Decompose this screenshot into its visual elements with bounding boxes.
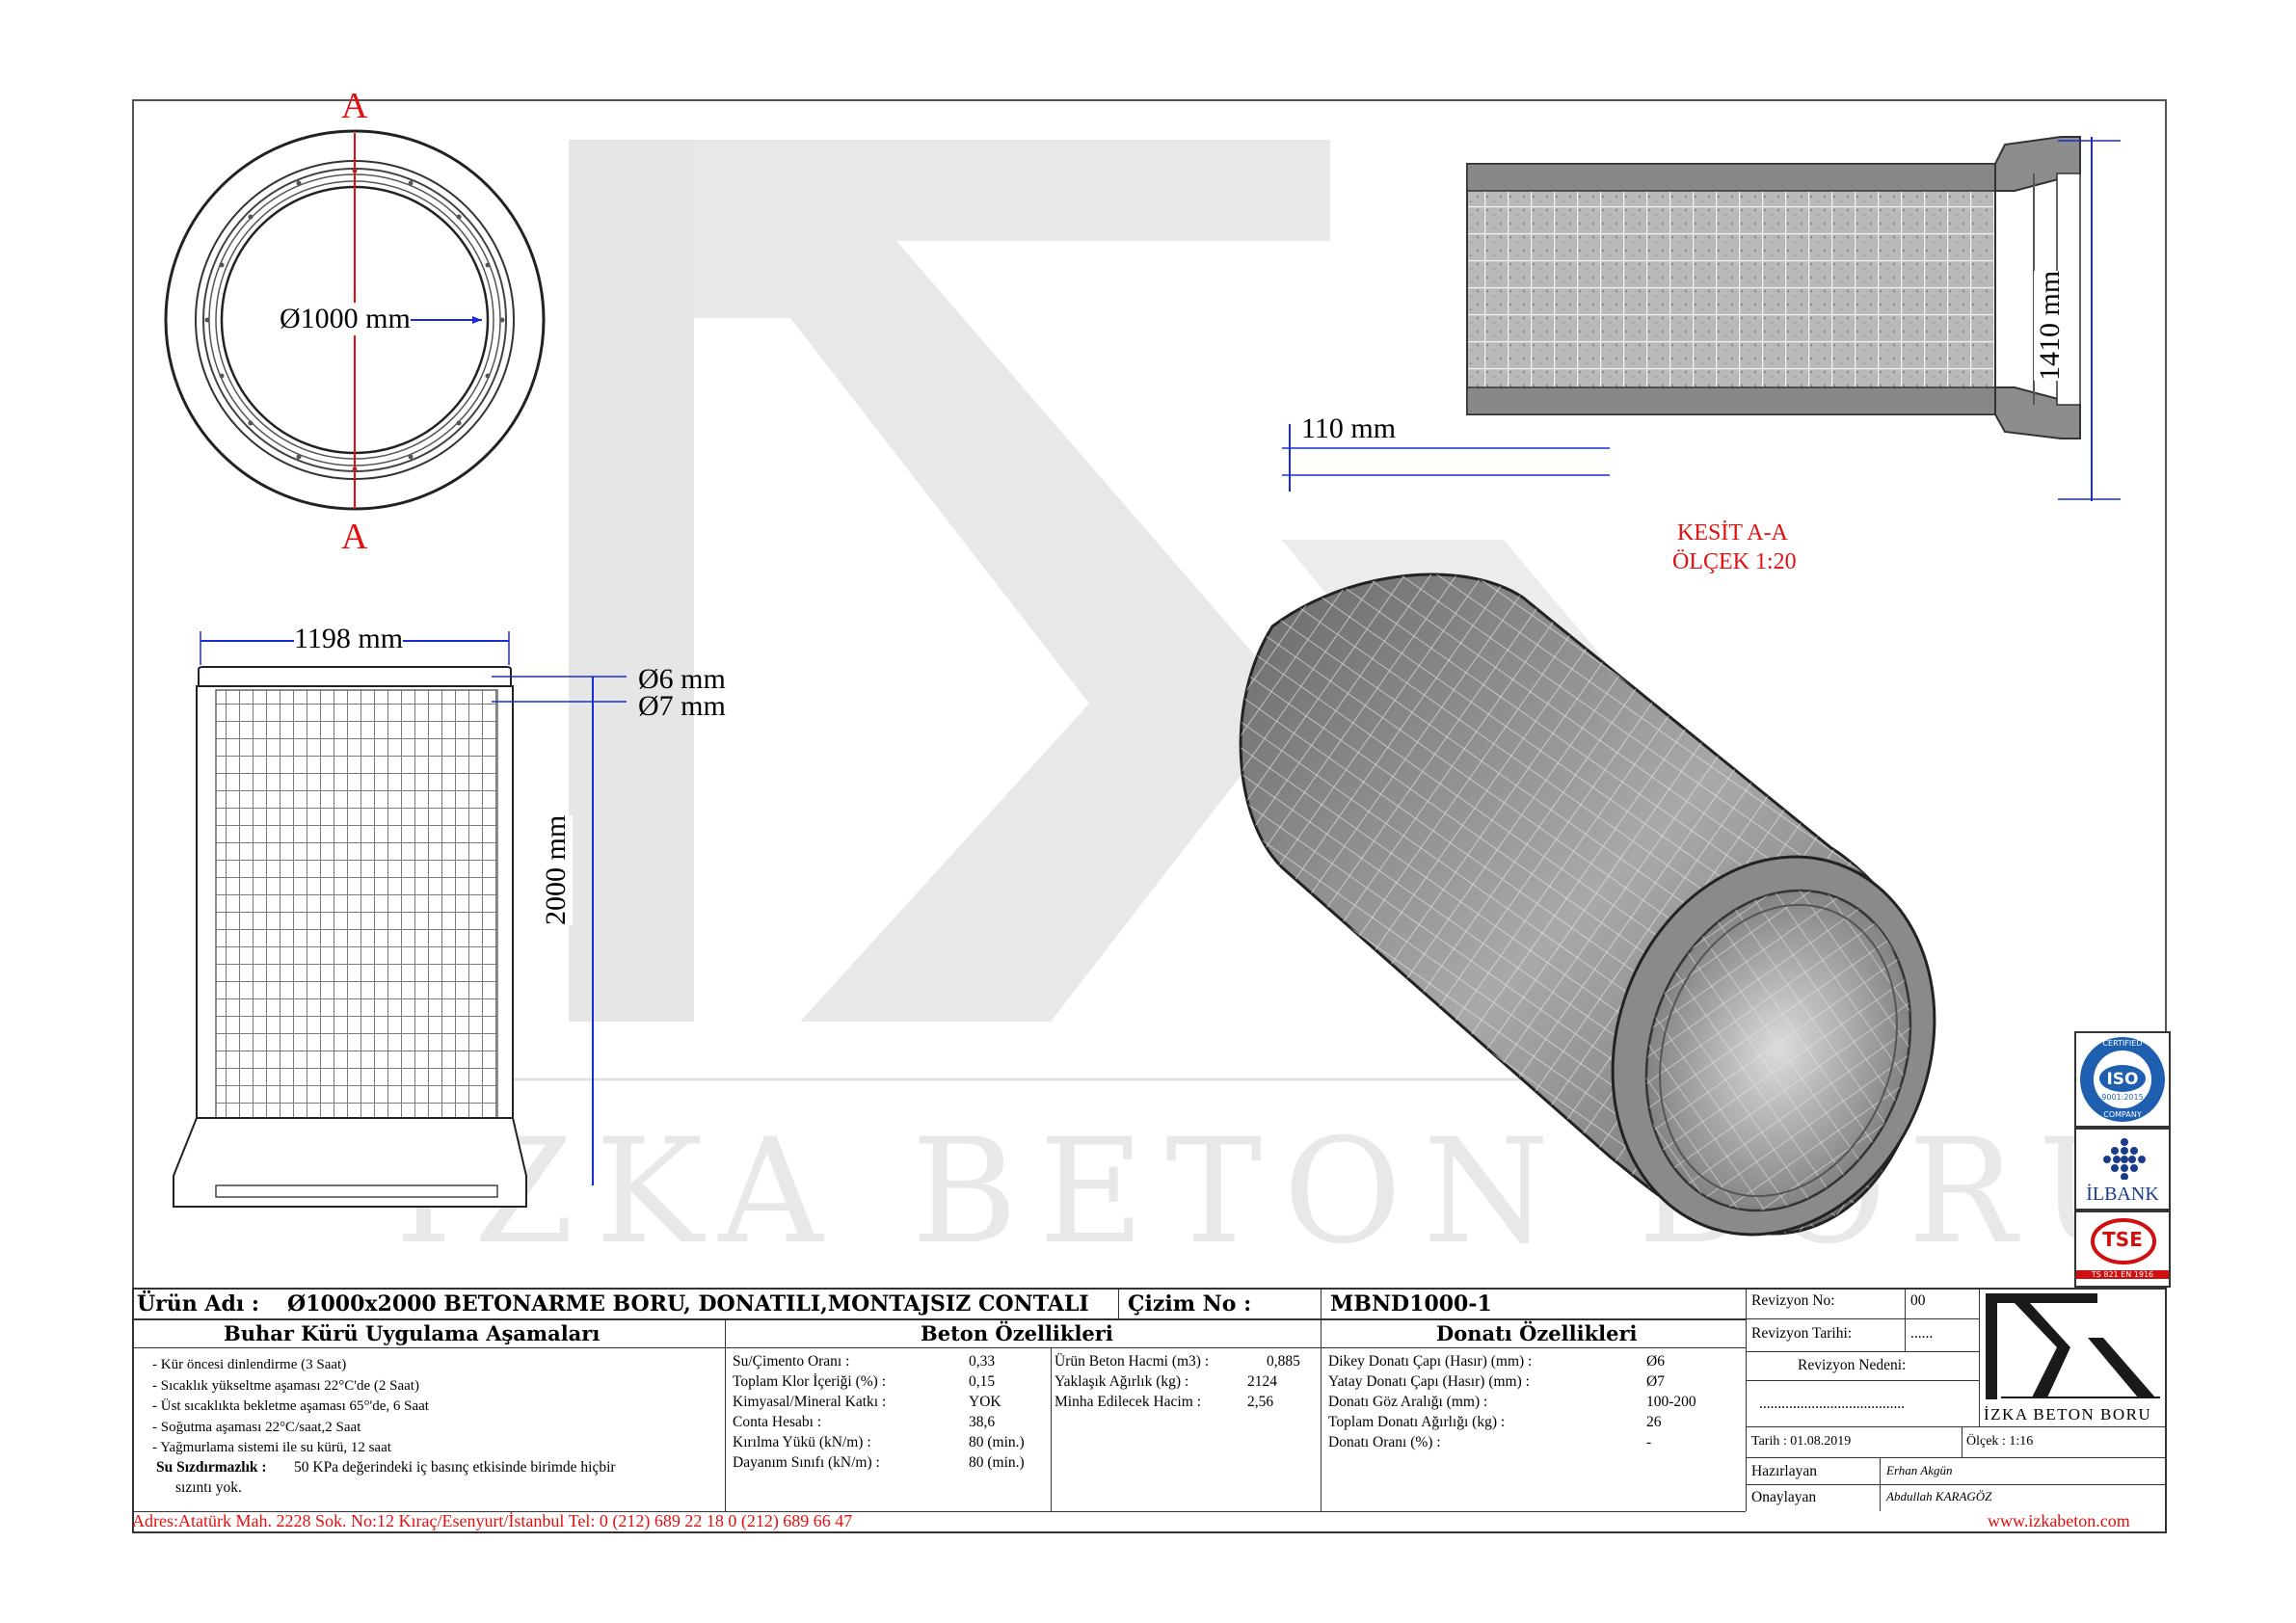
watertight-text: 50 KPa değerindeki iç basınç etkisinde b… [294,1459,616,1476]
drawing-no-label: Çizim No : [1128,1291,1252,1317]
concrete-title: Beton Özellikleri [921,1321,1113,1345]
rebar-title: Donatı Özellikleri [1436,1321,1638,1345]
curing-title: Buhar Kürü Uygulama Aşamaları [224,1321,601,1345]
section-mark-bottom: A [341,517,368,557]
footer-address: Adres:Atatürk Mah. 2228 Sok. No:12 Kıraç… [132,1511,853,1530]
iso-num: 9001:2015 [2101,1093,2144,1102]
approved-label: Onaylayan [1751,1489,1817,1505]
section-caption-2: ÖLÇEK 1:20 [1672,549,1797,574]
revision-no-label: Revizyon No: [1751,1292,1835,1309]
concrete-label: Kimyasal/Mineral Katkı : [733,1394,887,1410]
company-logo-text: İZKA BETON BORU [1984,1405,2152,1423]
concrete-label: Toplam Klor İçeriği (%) : [733,1373,887,1390]
vertical-bar-label: Ø6 mm [638,663,726,695]
rebar-label: Toplam Donatı Ağırlığı (kg) : [1328,1414,1506,1430]
concrete-label: Dayanım Sınıfı (kN/m) : [733,1454,880,1471]
rebar-value: 100-200 [1646,1394,1696,1410]
company-logo-icon [1986,1293,2160,1399]
date: Tarih : 01.08.2019 [1751,1434,1852,1449]
section-view [1282,136,2121,501]
concrete-label: Su/Çimento Oranı : [733,1353,850,1370]
section-wall-label: 110 mm [1301,412,1397,444]
width-label: 1198 mm [294,623,404,655]
concrete-value: 0,33 [969,1353,996,1370]
side-view [173,631,627,1208]
watertight-text2: sızıntı yok. [175,1479,242,1496]
concrete-label: Minha Edilecek Hacim : [1055,1394,1201,1410]
concrete-value: 38,6 [969,1414,996,1430]
section-caption-1: KESİT A-A [1677,520,1788,545]
iso-bottom: COMPANY [2103,1110,2142,1119]
rebar-value: 26 [1646,1414,1662,1430]
curing-step: - Yağmurlama sistemi ile su kürü, 12 saa… [152,1440,391,1455]
concrete-label: Yaklaşık Ağırlık (kg) : [1055,1373,1189,1390]
concrete-value: 80 (min.) [969,1434,1025,1450]
product-label: Ürün Adı : [137,1291,260,1317]
rebar-label: Donatı Göz Aralığı (mm) : [1328,1394,1488,1410]
section-height-label: 1410 mm [2034,270,2067,381]
drawing-no: MBND1000-1 [1330,1291,1492,1317]
iso-top: CERTIFIED [2102,1039,2143,1048]
product-name: Ø1000x2000 BETONARME BORU, DONATILI,MONT… [287,1291,1089,1317]
concrete-label: Ürün Beton Hacmi (m3) : [1055,1353,1210,1370]
approved-by: Abdullah KARAGÖZ [1886,1489,1992,1503]
concrete-value: YOK [969,1394,1001,1410]
concrete-value: 2124 [1247,1373,1277,1390]
rebar-label: Dikey Donatı Çapı (Hasır) (mm) : [1328,1353,1533,1370]
tse-logo: TSE TS 821 EN 1916 [2074,1211,2171,1288]
tse-badge-icon [2091,1218,2156,1264]
section-mark-top: A [341,86,368,126]
curing-step: - Sıcaklık yükseltme aşaması 22°C'de (2 … [152,1377,419,1394]
rebar-value: - [1646,1434,1652,1450]
ilbank-text: İLBANK [2086,1184,2159,1205]
ilbank-dots-icon [2103,1138,2146,1180]
concrete-label: Conta Hesabı : [733,1414,822,1430]
prepared-label: Hazırlayan [1751,1463,1817,1479]
revision-reason: ....................................... [1759,1396,1906,1412]
rebar-value: Ø6 [1646,1353,1665,1370]
curing-steps: - Kür öncesi dinlendirme (3 Saat) - Sıca… [152,1355,429,1459]
iso-badge-icon [2080,1037,2165,1122]
revision-date: ...... [1910,1325,1934,1342]
revision-no: 00 [1910,1292,1926,1309]
curing-step: - Kür öncesi dinlendirme (3 Saat) [152,1357,347,1372]
iso-logo: CERTIFIED ISO 9001:2015 COMPANY [2074,1031,2171,1128]
concrete-label: Kırılma Yükü (kN/m) : [733,1434,871,1450]
concrete-value: 0,15 [969,1373,996,1390]
revision-date-label: Revizyon Tarihi: [1751,1325,1853,1342]
concrete-value: 2,56 [1247,1394,1274,1410]
concrete-value: 80 (min.) [969,1454,1025,1471]
tse-text: TSE [2102,1228,2143,1251]
footer-website[interactable]: www.izkabeton.com [1988,1511,2130,1530]
rebar-label: Donatı Oranı (%) : [1328,1434,1441,1450]
rebar-value: Ø7 [1646,1373,1665,1390]
tse-std: TS 821 EN 1916 [2076,1270,2169,1279]
scale: Ölçek : 1:16 [1966,1434,2034,1449]
watertight-label: Su Sızdırmazlık : [156,1459,267,1476]
iso-main: ISO [2106,1070,2139,1089]
revision-reason-label: Revizyon Nedeni: [1798,1357,1907,1373]
ilbank-logo: İLBANK [2074,1128,2171,1211]
diameter-label: Ø1000 mm [280,303,411,335]
height-label: 2000 mm [540,814,573,925]
title-block [132,1288,2167,1533]
horizontal-bar-label: Ø7 mm [638,690,726,722]
prepared-by: Erhan Akgün [1886,1463,1953,1477]
pipe-3d-view [1239,572,1936,1237]
curing-step: - Üst sıcaklıkta bekletme aşaması 65°'de… [152,1398,429,1414]
rebar-label: Yatay Donatı Çapı (Hasır) (mm) : [1328,1373,1530,1390]
concrete-value: 0,885 [1267,1353,1300,1370]
curing-step: - Soğutma aşaması 22°C/saat,2 Saat [152,1419,361,1435]
